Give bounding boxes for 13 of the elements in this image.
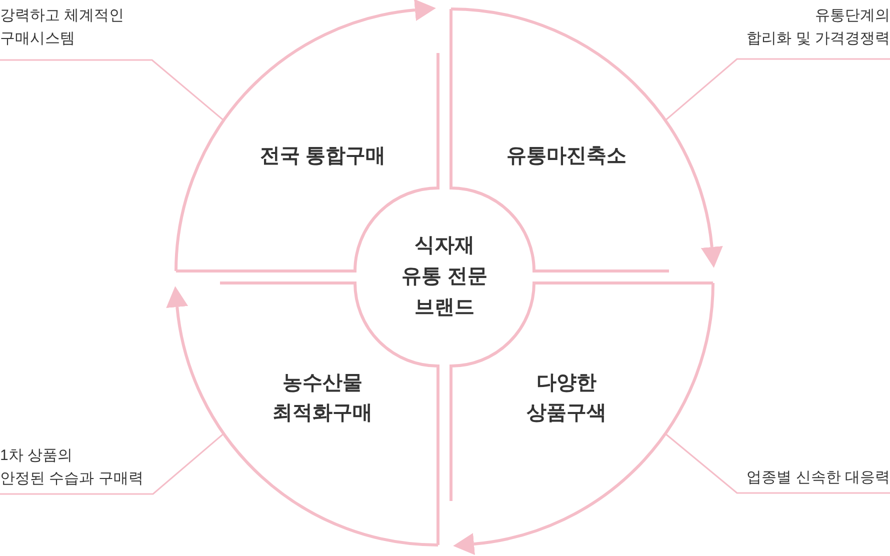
- segment-label: 농수산물 최적화구매: [272, 371, 374, 426]
- leader-line: [664, 433, 890, 494]
- segment-label: 전국 통합구매: [258, 144, 387, 169]
- center-label: 식자재 유통 전문 브랜드: [394, 230, 494, 324]
- segment-label: 유통마진축소: [505, 144, 628, 169]
- segment-label: 다양한 상품구색: [525, 371, 608, 426]
- annotation-text: 1차 상품의 안정된 수습과 구매력: [0, 444, 150, 490]
- annotation-text: 업종별 신속한 대응력: [746, 466, 890, 489]
- leader-line: [0, 433, 224, 495]
- leader-line: [0, 59, 224, 121]
- leader-line: [664, 58, 890, 121]
- annotation-text: 강력하고 체계적인 구매시스템: [0, 4, 130, 50]
- annotation-text: 유통단계의 합리화 및 가격경쟁력: [740, 4, 890, 50]
